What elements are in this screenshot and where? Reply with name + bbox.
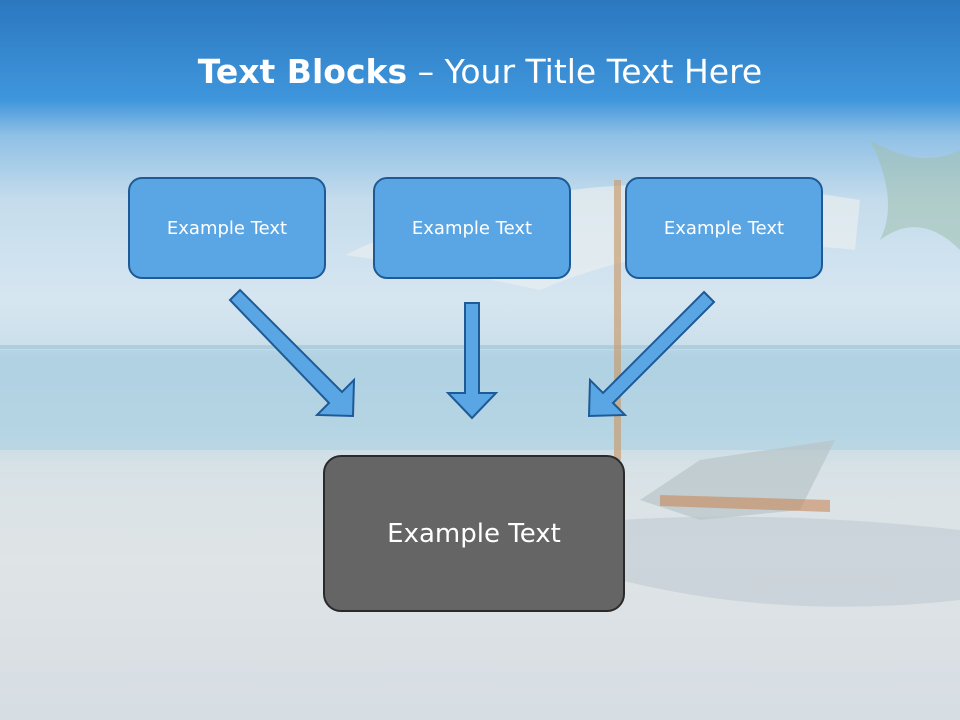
center-block-label: Example Text bbox=[387, 518, 561, 549]
text-block-2-label: Example Text bbox=[411, 217, 533, 239]
text-block-1-label: Example Text bbox=[166, 217, 288, 239]
title-separator: – bbox=[407, 52, 445, 91]
arrow-right bbox=[587, 290, 716, 418]
text-block-3-label: Example Text bbox=[663, 217, 785, 239]
chair-shadow bbox=[620, 516, 960, 607]
text-block-2[interactable]: Example Text bbox=[373, 177, 571, 279]
text-block-3[interactable]: Example Text bbox=[625, 177, 823, 279]
text-block-1[interactable]: Example Text bbox=[128, 177, 326, 279]
center-block[interactable]: Example Text bbox=[323, 455, 625, 612]
title-bold: Text Blocks bbox=[197, 52, 408, 91]
palm-fronds bbox=[870, 140, 960, 250]
arrow-middle bbox=[445, 302, 499, 420]
umbrella-pole bbox=[614, 180, 621, 460]
deck-chair-frame bbox=[660, 495, 830, 512]
title-rest: Your Title Text Here bbox=[444, 52, 763, 91]
slide-title: Text Blocks – Your Title Text Here bbox=[0, 52, 960, 91]
arrow-left bbox=[228, 288, 356, 418]
